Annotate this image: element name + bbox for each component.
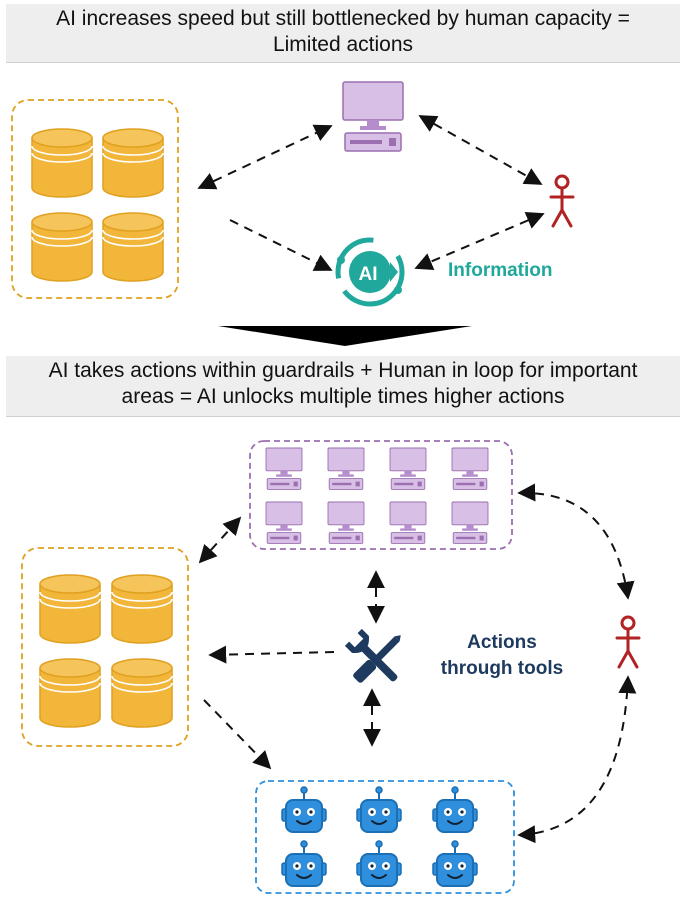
actions-label-line1: Actions bbox=[467, 632, 537, 653]
arrow-db-computers bbox=[198, 516, 242, 564]
robot-icon bbox=[432, 840, 478, 887]
arrow-db-ai bbox=[229, 219, 333, 271]
transition-arrow bbox=[218, 326, 472, 346]
person-icon bbox=[549, 174, 575, 228]
top-database-group bbox=[11, 99, 179, 299]
computer-icon bbox=[265, 501, 303, 544]
arrow-computer-person bbox=[418, 115, 543, 185]
database-icon bbox=[111, 658, 173, 728]
robot-icon bbox=[356, 840, 402, 887]
database-icon bbox=[31, 128, 93, 198]
computer-icon bbox=[451, 501, 489, 544]
ai-logo-icon: AI bbox=[335, 237, 405, 307]
robot-icon bbox=[281, 840, 327, 887]
database-icon bbox=[102, 212, 164, 282]
arrow-db-robots bbox=[203, 699, 272, 770]
actions-through-tools-label: Actions through tools bbox=[418, 630, 586, 682]
arrow-tools-db bbox=[208, 645, 335, 664]
database-icon bbox=[39, 658, 101, 728]
computer-icon bbox=[451, 447, 489, 490]
bottom-banner-line2: areas = AI unlocks multiple times higher… bbox=[121, 385, 565, 408]
ai-logo-text: AI bbox=[359, 264, 378, 285]
top-banner: AI increases speed but still bottlenecke… bbox=[6, 4, 680, 63]
computer-icon bbox=[327, 501, 365, 544]
database-icon bbox=[39, 574, 101, 644]
robot-icon bbox=[281, 786, 327, 833]
robot-icon bbox=[356, 786, 402, 833]
arrow-robots-person bbox=[517, 675, 637, 844]
bottom-banner-line1: AI takes actions within guardrails + Hum… bbox=[48, 359, 638, 382]
computer-icon bbox=[327, 447, 365, 490]
person-icon bbox=[615, 615, 641, 669]
database-icon bbox=[102, 128, 164, 198]
wrench-screwdriver-icon bbox=[344, 628, 401, 683]
top-banner-line1: AI increases speed but still bottlenecke… bbox=[56, 7, 630, 30]
computer-group bbox=[249, 440, 513, 550]
computer-icon bbox=[389, 501, 427, 544]
database-icon bbox=[31, 212, 93, 282]
robot-icon bbox=[432, 786, 478, 833]
arrow-computers-person bbox=[517, 483, 635, 600]
arrow-person-ai bbox=[414, 212, 545, 270]
database-icon bbox=[111, 574, 173, 644]
actions-label-line2: through tools bbox=[440, 658, 564, 679]
arrow-db-computer bbox=[197, 124, 333, 190]
top-banner-line2: Limited actions bbox=[272, 33, 414, 56]
bottom-banner: AI takes actions within guardrails + Hum… bbox=[6, 356, 680, 417]
computer-icon bbox=[389, 447, 427, 490]
computer-icon bbox=[342, 81, 404, 152]
bottom-database-group bbox=[21, 547, 189, 747]
computer-icon bbox=[265, 447, 303, 490]
